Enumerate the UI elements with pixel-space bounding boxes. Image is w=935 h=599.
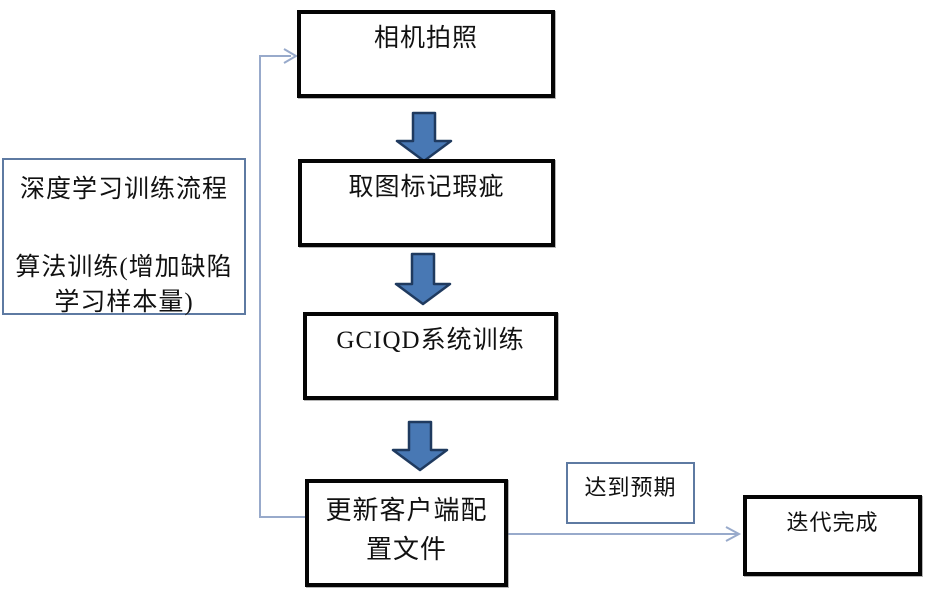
node-iteration-complete: 迭代完成	[743, 495, 922, 576]
node-update-client-config-label: 更新客户端配置文件	[325, 496, 488, 564]
node-camera-capture: 相机拍照	[297, 10, 555, 98]
down-block-arrow-icon-3	[391, 420, 449, 472]
label-expectation-met-text: 达到预期	[584, 475, 677, 500]
note-training-process: 深度学习训练流程 算法训练(增加缺陷 学习样本量)	[2, 158, 246, 316]
note-gap	[4, 207, 244, 250]
note-line-1: 深度学习训练流程	[19, 176, 228, 203]
note-line-3: 学习样本量)	[54, 289, 194, 316]
down-block-arrow-icon-2	[394, 252, 452, 306]
node-gciqd-training: GCIQD系统训练	[303, 312, 558, 400]
node-camera-capture-label: 相机拍照	[373, 25, 478, 52]
node-mark-defects: 取图标记瑕疵	[298, 159, 555, 247]
feedback-connector-line	[259, 55, 305, 518]
note-line-2: 算法训练(增加缺陷	[15, 254, 233, 281]
node-update-client-config: 更新客户端配置文件	[305, 479, 508, 587]
node-mark-defects-label: 取图标记瑕疵	[348, 174, 505, 201]
node-iteration-complete-label: 迭代完成	[786, 510, 879, 535]
down-block-arrow-icon-1	[395, 111, 453, 163]
feedback-arrowhead-icon	[283, 48, 298, 64]
node-gciqd-training-label: GCIQD系统训练	[336, 327, 525, 354]
result-arrowhead-icon	[725, 526, 742, 542]
label-expectation-met: 达到预期	[566, 462, 695, 524]
